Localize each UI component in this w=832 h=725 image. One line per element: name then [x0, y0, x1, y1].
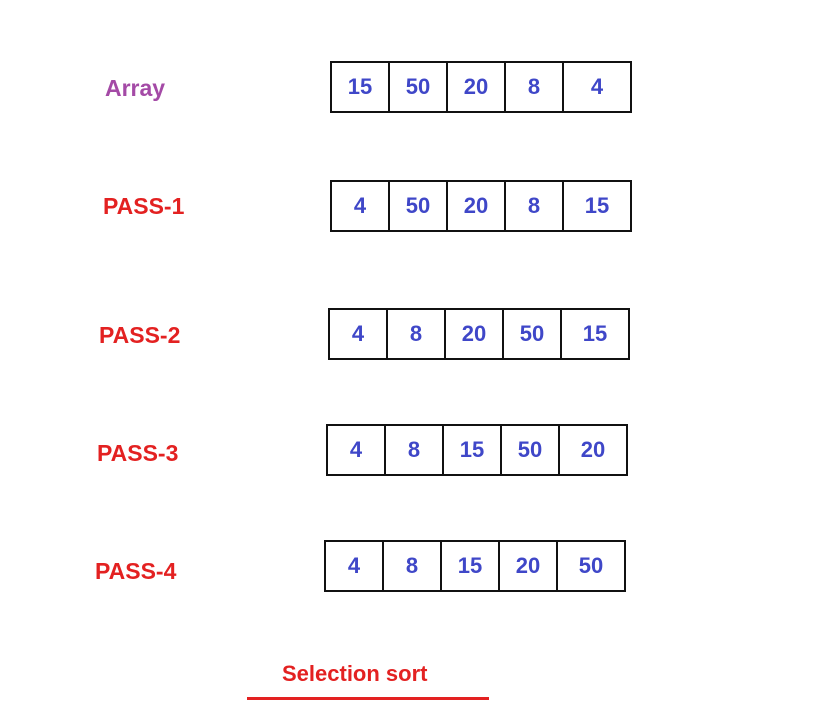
array-cell: 8: [506, 182, 564, 230]
array-cell: 4: [590, 74, 604, 99]
array-cell: 4: [332, 182, 390, 230]
array-cell: 15: [332, 63, 390, 111]
array-cell: 20: [580, 437, 606, 462]
array-row-pass-2: 4 8 20 50 15: [328, 308, 630, 360]
array-cell: 4: [330, 310, 388, 358]
array-cell: 20: [448, 63, 506, 111]
array-cell: 50: [578, 553, 604, 578]
array-cell: 50: [504, 310, 562, 358]
array-row-initial: 15 50 20 8 4: [330, 61, 632, 113]
array-cell: 50: [502, 426, 560, 474]
array-cell: 8: [384, 542, 442, 590]
array-cell: 4: [328, 426, 386, 474]
row-label-pass-1: PASS-1: [103, 193, 185, 219]
array-row-pass-1: 4 50 20 8 15: [330, 180, 632, 232]
row-label-array: Array: [105, 75, 166, 101]
caption-underline: [247, 697, 489, 700]
row-label-pass-2: PASS-2: [99, 322, 181, 348]
array-cell: 15: [444, 426, 502, 474]
diagram-caption: Selection sort: [282, 661, 428, 686]
array-cell: 20: [446, 310, 504, 358]
row-label-pass-4: PASS-4: [95, 558, 177, 584]
array-cell: 8: [388, 310, 446, 358]
array-cell: 4: [326, 542, 384, 590]
array-cell: 15: [584, 193, 610, 218]
array-row-pass-4: 4 8 15 20 50: [324, 540, 626, 592]
array-cell: 8: [386, 426, 444, 474]
array-row-pass-3: 4 8 15 50 20: [326, 424, 628, 476]
array-cell: 20: [500, 542, 558, 590]
array-cell: 15: [442, 542, 500, 590]
array-cell: 20: [448, 182, 506, 230]
array-cell: 15: [582, 321, 608, 346]
array-cell: 8: [506, 63, 564, 111]
array-cell: 50: [390, 63, 448, 111]
array-cell: 50: [390, 182, 448, 230]
row-label-pass-3: PASS-3: [97, 440, 179, 466]
